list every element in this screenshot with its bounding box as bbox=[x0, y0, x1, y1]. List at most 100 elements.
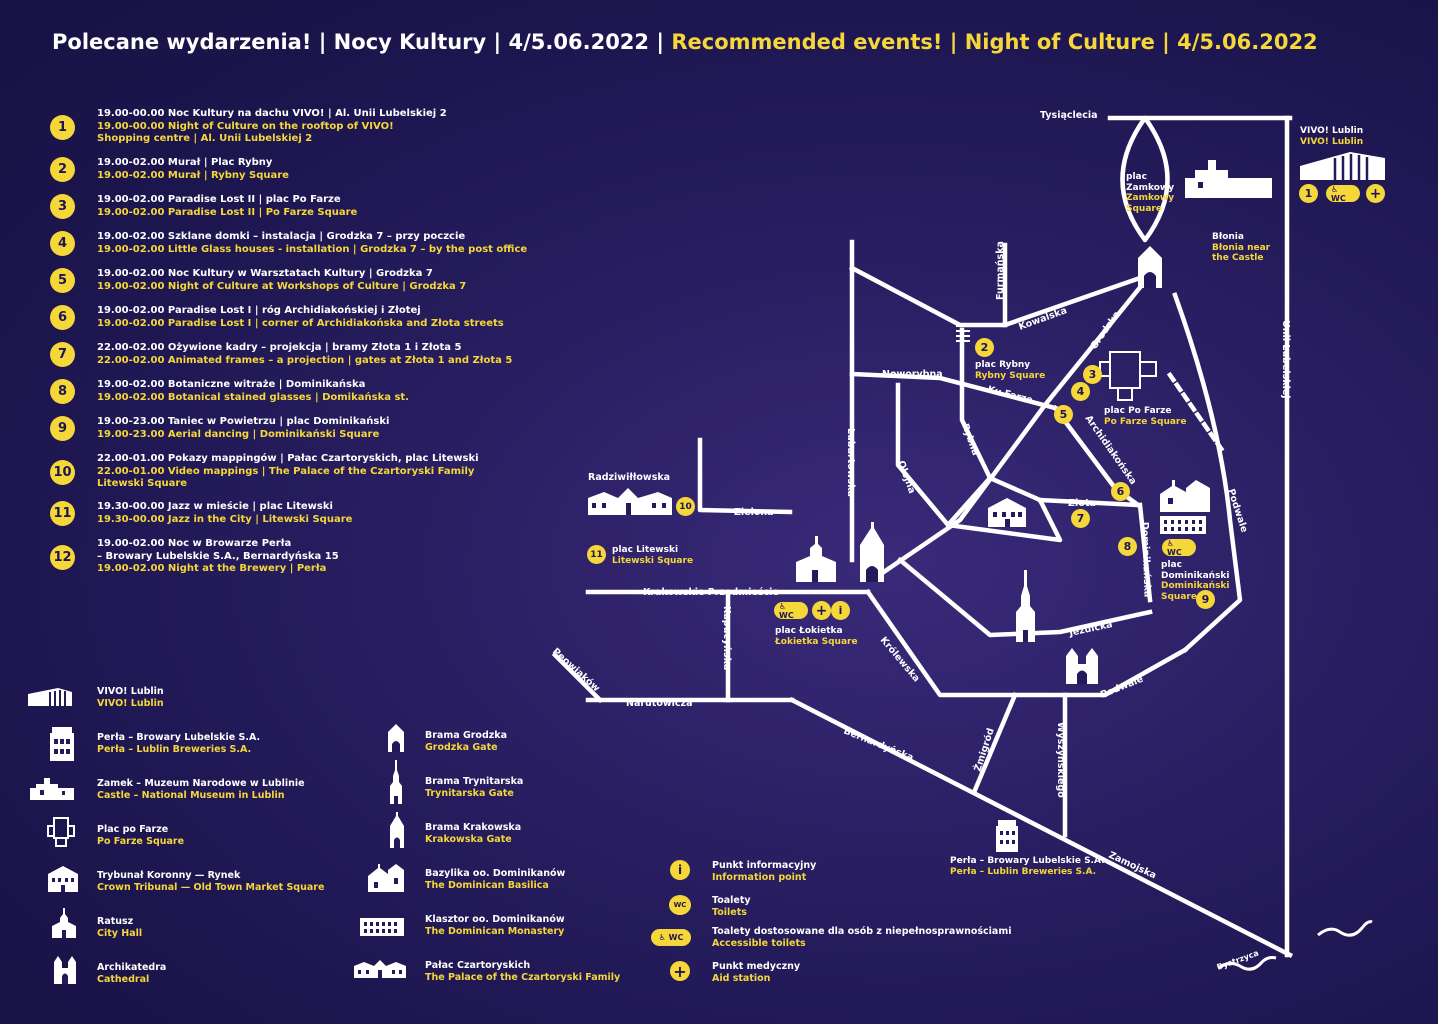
event-english: 22.00-01.00 Video mappings | The Palace … bbox=[97, 465, 475, 477]
castle-icon bbox=[30, 778, 74, 800]
page-title: Polecane wydarzenia! | Nocy Kultury | 4/… bbox=[52, 30, 1318, 54]
map-pin-1[interactable]: 1 bbox=[1299, 184, 1318, 203]
event-number: 4 bbox=[50, 231, 75, 256]
map-brewery-icon[interactable] bbox=[996, 820, 1018, 852]
event-number: 3 bbox=[50, 194, 75, 219]
legend-po-farze: Plac po Farze Po Farze Square bbox=[97, 824, 184, 847]
map-cathedral-icon[interactable] bbox=[1066, 648, 1098, 684]
label-blonia: Błonia Błonia near the Castle bbox=[1212, 232, 1274, 264]
map-pin-8[interactable]: 8 bbox=[1118, 537, 1137, 556]
legend-label-en: VIVO! Lublin bbox=[97, 697, 164, 709]
city-hall-icon bbox=[52, 908, 76, 938]
street-zmigrod-road bbox=[972, 692, 1018, 793]
map-monastery-icon[interactable] bbox=[1160, 516, 1206, 534]
legend-trynitarska-gate: Brama Trynitarska Trynitarska Gate bbox=[425, 776, 523, 799]
place-pl: plac Rybny bbox=[975, 360, 1031, 370]
map-pin-11[interactable]: 11 bbox=[587, 545, 606, 564]
event-english-2: Shopping centre | Al. Unii Lubelskiej 2 bbox=[97, 133, 313, 144]
label-zamkowy-square: plac Zamkowy Zamkowy Square bbox=[1126, 172, 1175, 214]
legend-label-en: The Dominican Basilica bbox=[425, 879, 549, 891]
place-en: Zamkowy Square bbox=[1126, 193, 1175, 214]
map-tribunal-icon[interactable] bbox=[988, 498, 1026, 527]
castle-square-road bbox=[1120, 115, 1170, 243]
legend-label-en: The Palace of the Czartoryski Family bbox=[425, 971, 621, 983]
event-polish: 19.00-02.00 Noc Kultury w Warsztatach Ku… bbox=[97, 268, 433, 279]
label-zlota: Złota bbox=[1068, 498, 1096, 509]
map-pin-2[interactable]: 2 bbox=[975, 338, 994, 357]
map-castle-icon[interactable] bbox=[1185, 160, 1272, 198]
legend-label-pl: Plac po Farze bbox=[97, 824, 169, 835]
event-english-2: Litewski Square bbox=[97, 478, 188, 489]
map-pin-5[interactable]: 5 bbox=[1054, 405, 1073, 424]
event-polish: 19.00-23.00 Taniec w Powietrzu | plac Do… bbox=[97, 416, 390, 427]
legend-label-en: Information point bbox=[712, 871, 807, 883]
map-palace-icon[interactable] bbox=[588, 488, 672, 515]
event-polish: 22.00-01.00 Pokazy mappingów | Pałac Cza… bbox=[97, 453, 479, 464]
legend-monastery: Klasztor oo. Dominikanów The Dominican M… bbox=[425, 914, 565, 937]
street-grodzka-road bbox=[871, 271, 1154, 582]
event-number: 6 bbox=[50, 305, 75, 330]
accessible-wc-icon: ♿ WC bbox=[651, 929, 691, 946]
map-basilica-icon[interactable] bbox=[1160, 480, 1210, 512]
map-grodzka-gate-icon[interactable] bbox=[1138, 246, 1162, 288]
legend-brewery: Perła – Browary Lubelskie S.A. Perła – L… bbox=[97, 732, 260, 755]
legend-wc: Toalety Toilets bbox=[712, 895, 751, 918]
event-english: 19.00-02.00 Botanical stained glasses | … bbox=[97, 391, 409, 403]
legend-label-en: Crown Tribunal — Old Town Market Square bbox=[97, 881, 325, 893]
map-pin-10[interactable]: 10 bbox=[676, 497, 695, 516]
map-pin-9[interactable]: 9 bbox=[1196, 590, 1215, 609]
title-english: Recommended events! | Night of Culture |… bbox=[671, 30, 1318, 54]
map-pin-4[interactable]: 4 bbox=[1071, 382, 1090, 401]
event-english: 19.00-23.00 Aerial dancing | Dominikańsk… bbox=[97, 428, 380, 440]
map-city-hall-icon[interactable] bbox=[796, 536, 836, 582]
legend-label-pl: VIVO! Lublin bbox=[97, 686, 164, 697]
event-polish: 19.00-02.00 Szklane domki – instalacja |… bbox=[97, 231, 466, 242]
label-noworybna: Noworybna bbox=[882, 369, 943, 380]
legend-label-pl: Punkt informacyjny bbox=[712, 860, 817, 871]
legend-grodzka-gate: Brama Grodzka Grodzka Gate bbox=[425, 730, 507, 753]
label-furmanska: Furmańska bbox=[995, 241, 1006, 300]
label-po-farze-square: plac Po Farze Po Farze Square bbox=[1104, 406, 1186, 427]
event-number: 9 bbox=[50, 416, 75, 441]
label-rybny-square: plac Rybny Rybny Square bbox=[975, 360, 1045, 381]
label-radziwillowska: Radziwiłłowska bbox=[588, 472, 670, 483]
label-peowiakow: Peowiaków bbox=[550, 646, 602, 694]
map-rybny-mural-icon[interactable] bbox=[956, 325, 970, 342]
map-pin-6[interactable]: 6 bbox=[1111, 482, 1130, 501]
street-olejna-road bbox=[895, 382, 952, 529]
map-pin-7[interactable]: 7 bbox=[1071, 509, 1090, 528]
map-vivo-icon[interactable] bbox=[1300, 152, 1385, 180]
legend-label-en: Grodzka Gate bbox=[425, 741, 498, 753]
map-accessible-wc-lokietka[interactable]: ♿ WC bbox=[774, 602, 808, 620]
street-zielona-road bbox=[697, 437, 793, 515]
podwale-dashed-road bbox=[1166, 371, 1226, 454]
map-trynitarska-gate-icon[interactable] bbox=[1016, 570, 1035, 642]
map-krakowska-gate-icon[interactable] bbox=[860, 522, 884, 582]
label-bernardynska: Bernardyńska bbox=[842, 726, 915, 764]
street-krolewska-road bbox=[864, 588, 1189, 698]
title-polish: Polecane wydarzenia! | Nocy Kultury | 4/… bbox=[52, 30, 665, 54]
map-accessible-wc-dominikanski[interactable]: ♿ WC bbox=[1162, 539, 1196, 557]
map-info-lokietka[interactable]: i bbox=[831, 601, 850, 620]
label-grodzka: Grodzka bbox=[1088, 309, 1122, 351]
event-english: 22.00-02.00 Animated frames – a projecti… bbox=[97, 354, 513, 366]
place-pl: plac Dominikański bbox=[1161, 560, 1230, 581]
street-dominikanska-road bbox=[1137, 502, 1153, 603]
map-accessible-wc-vivo[interactable]: ♿ WC bbox=[1326, 185, 1360, 203]
legend-label-pl: Zamek – Muzeum Narodowe w Lublinie bbox=[97, 778, 305, 789]
old-town-outline-road bbox=[1172, 292, 1243, 654]
legend-cathedral: Archikatedra Cathedral bbox=[97, 962, 166, 985]
map-medical-lokietka[interactable]: + bbox=[812, 601, 831, 620]
event-english: 19.00-02.00 Night of Culture at Workshop… bbox=[97, 280, 467, 292]
legend-label-pl: Bazylika oo. Dominikanów bbox=[425, 868, 566, 879]
legend-label-en: Po Farze Square bbox=[97, 835, 185, 847]
event-number: 10 bbox=[50, 460, 75, 485]
place-en: Łokietka Square bbox=[775, 636, 858, 647]
wc-icon: WC bbox=[669, 895, 691, 915]
map-po-farze-icon[interactable] bbox=[1099, 351, 1157, 401]
legend-accessible-wc: Toalety dostosowane dla osób z niepełnos… bbox=[712, 926, 1012, 949]
map-pin-3[interactable]: 3 bbox=[1083, 365, 1102, 384]
map-medical-vivo[interactable]: + bbox=[1366, 184, 1385, 203]
legend-label-pl: Ratusz bbox=[97, 916, 134, 927]
